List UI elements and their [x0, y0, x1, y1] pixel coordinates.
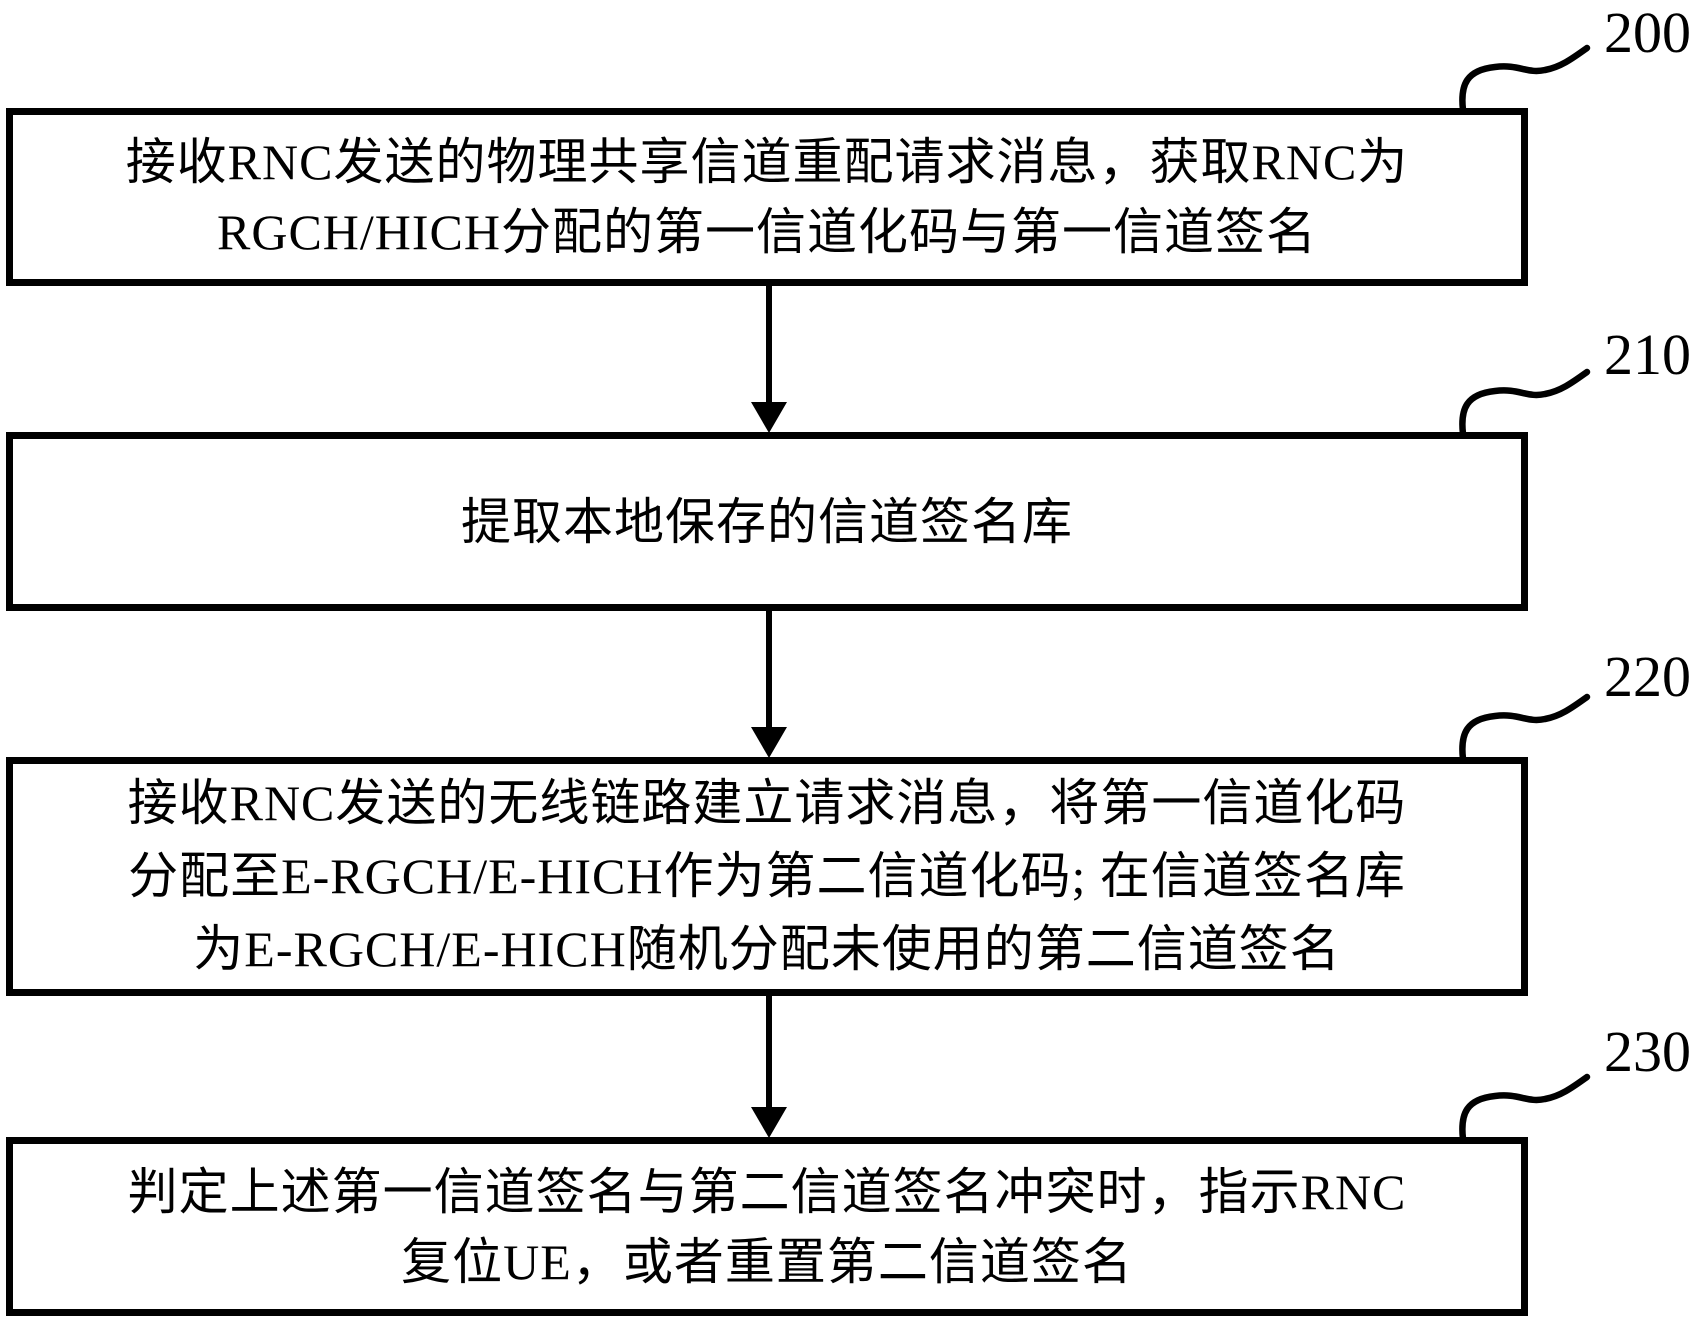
box-200-text-line-1: 接收RNC发送的物理共享信道重配请求消息，获取RNC为	[125, 134, 1409, 190]
arrow-head-icon	[750, 402, 787, 433]
flow-arrow-2	[750, 610, 787, 758]
box-200-text-line-2: RGCH/HICH分配的第一信道化码与第一信道签名	[216, 204, 1318, 260]
arrow-shaft	[765, 610, 772, 729]
box-220-text-line-2: 分配至E-RGCH/E-HICH作为第二信道化码; 在信道签名库	[128, 848, 1406, 904]
box-230-text-line-2: 复位UE，或者重置第二信道签名	[401, 1233, 1133, 1290]
connector-squiggle-220	[1459, 693, 1591, 761]
box-220-text-line-3: 为E-RGCH/E-HICH随机分配未使用的第二信道签名	[193, 921, 1341, 977]
box-220-text-line-1: 接收RNC发送的无线链路建立请求消息，将第一信道化码	[127, 775, 1407, 831]
connector-squiggle-200	[1459, 44, 1591, 112]
arrow-head-icon	[750, 1107, 787, 1138]
box-230-text-line-1: 判定上述第一信道签名与第二信道签名冲突时，指示RNC	[127, 1163, 1407, 1220]
step-label-210: 210	[1604, 322, 1691, 387]
flow-arrow-3	[750, 995, 787, 1138]
step-label-220: 220	[1604, 644, 1691, 709]
arrow-shaft	[765, 285, 772, 404]
connector-squiggle-230	[1459, 1073, 1591, 1141]
flow-step-box-230: 判定上述第一信道签名与第二信道签名冲突时，指示RNC 复位UE，或者重置第二信道…	[6, 1137, 1528, 1316]
flow-step-box-220: 接收RNC发送的无线链路建立请求消息，将第一信道化码 分配至E-RGCH/E-H…	[6, 757, 1528, 996]
arrow-head-icon	[750, 727, 787, 758]
arrow-shaft	[765, 995, 772, 1109]
box-210-text-line-1: 提取本地保存的信道签名库	[461, 493, 1073, 550]
flow-step-box-210: 提取本地保存的信道签名库	[6, 432, 1528, 611]
connector-squiggle-210	[1459, 368, 1591, 436]
flow-arrow-1	[750, 285, 787, 433]
step-label-200: 200	[1604, 0, 1691, 65]
step-label-230: 230	[1604, 1019, 1691, 1084]
flow-step-box-200: 接收RNC发送的物理共享信道重配请求消息，获取RNC为 RGCH/HICH分配的…	[6, 108, 1528, 286]
